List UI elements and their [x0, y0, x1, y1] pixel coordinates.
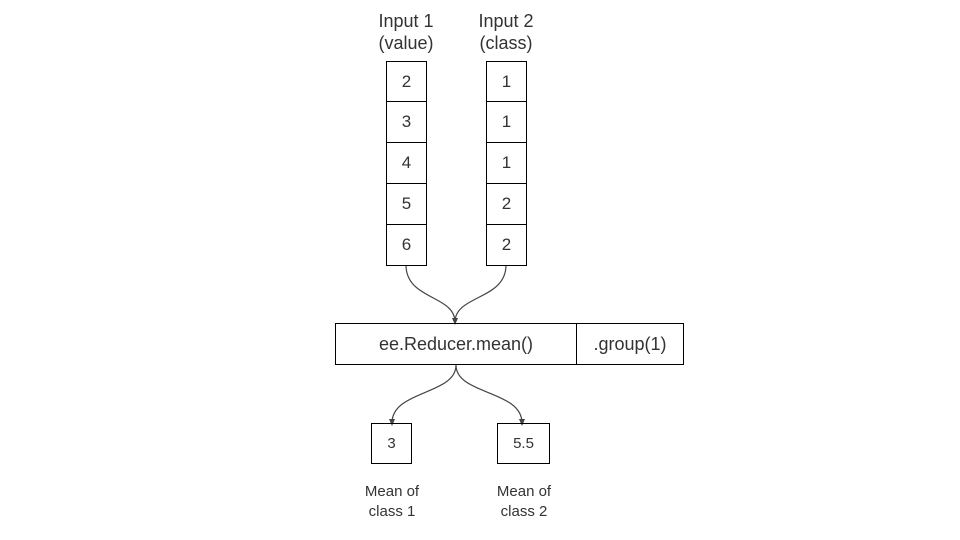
input2-cell: 1	[486, 101, 527, 143]
output1-box: 3	[371, 423, 412, 464]
input2-title: Input 2 (class)	[466, 10, 546, 54]
input1-cell: 3	[386, 101, 427, 143]
output1-caption-line2: class 1	[368, 503, 416, 520]
input2-to-reducer-line	[454, 264, 507, 323]
output2-box: 5.5	[497, 423, 550, 464]
input2-cell: 1	[486, 61, 527, 102]
input2-cell: 2	[486, 183, 527, 225]
output2-caption-line1: Mean of	[496, 483, 552, 500]
input1-cell: 4	[386, 142, 427, 184]
output2-caption-line2: class 2	[500, 503, 548, 520]
output1-caption-line1: Mean of	[364, 483, 420, 500]
reducer-box: ee.Reducer.mean() .group(1)	[335, 323, 684, 365]
output1-caption: Mean of class 1	[351, 482, 433, 522]
reducer-to-output2-line	[455, 364, 525, 426]
input2-cell: 2	[486, 224, 527, 266]
input1-title-line2: (value)	[378, 33, 434, 53]
input1-title-line1: Input 1	[378, 11, 434, 31]
input1-cell: 2	[386, 61, 427, 102]
input1-to-reducer-line	[405, 264, 458, 325]
input2-title-line1: Input 2	[478, 11, 534, 31]
input2-cell: 1	[486, 142, 527, 184]
reducer-to-output1-line	[389, 364, 457, 426]
input2-title-line2: (class)	[479, 33, 533, 53]
reducer-group-label: .group(1)	[593, 333, 667, 354]
input1-title: Input 1 (value)	[366, 10, 446, 54]
reducer-mean-label: ee.Reducer.mean()	[336, 324, 577, 364]
input1-cell: 5	[386, 183, 427, 225]
input1-cell: 6	[386, 224, 427, 266]
output2-caption: Mean of class 2	[483, 482, 565, 522]
